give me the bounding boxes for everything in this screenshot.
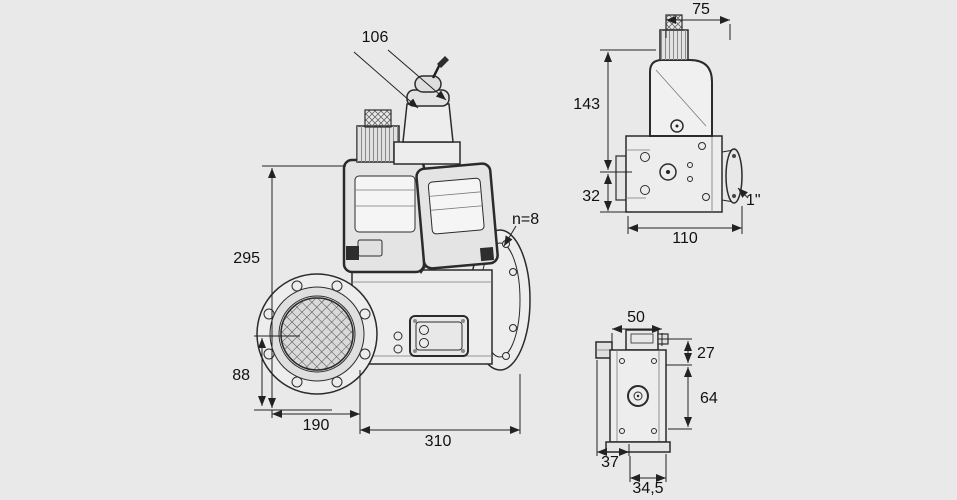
bolt-hole xyxy=(502,352,510,360)
dim-27: 27 xyxy=(658,338,715,366)
dim-label-310: 310 xyxy=(425,433,452,450)
dim-64: 64 xyxy=(668,367,718,430)
type-label-plate xyxy=(427,177,485,235)
dim-label-32: 32 xyxy=(582,188,600,205)
dim-label-37: 37 xyxy=(601,454,619,471)
electrical-connector xyxy=(346,246,359,260)
solenoid-right xyxy=(415,162,499,270)
bolt-hole xyxy=(359,348,371,360)
dim-label-64: 64 xyxy=(700,390,718,407)
dim-310: 310 xyxy=(360,374,521,450)
dim-label-88: 88 xyxy=(232,367,250,384)
dim-label-27: 27 xyxy=(697,345,715,362)
dim-75: 75 xyxy=(665,1,731,40)
dim-37: 37 xyxy=(596,360,630,471)
dim-label-75: 75 xyxy=(692,1,710,18)
center-actuator xyxy=(393,56,461,165)
bolt-hole xyxy=(509,324,517,332)
bolt-hole xyxy=(291,376,303,388)
dim-32: 32 xyxy=(582,174,632,213)
valve-body xyxy=(351,264,493,365)
main-view: 106 295 88 190 310 n=8 xyxy=(232,29,539,450)
type-label-plate xyxy=(354,175,416,233)
side-flange xyxy=(721,148,743,204)
side-actuator xyxy=(649,59,713,137)
bolt-hole xyxy=(502,240,510,248)
dim-106: 106 xyxy=(353,29,447,109)
dim-label-50: 50 xyxy=(627,309,645,326)
connection-size-label: 1" xyxy=(746,192,761,209)
bolt-hole xyxy=(331,376,343,388)
connection-size-callout: 1" xyxy=(737,187,761,209)
dim-34-5: 34,5 xyxy=(629,454,667,497)
small-view: 50 27 64 37 34,5 xyxy=(595,309,718,497)
bolt-hole xyxy=(291,280,303,292)
dim-50: 50 xyxy=(611,309,663,346)
dim-label-106: 106 xyxy=(362,29,389,46)
dim-88: 88 xyxy=(232,335,300,406)
mesh-strainer xyxy=(280,297,354,371)
dim-label-110: 110 xyxy=(672,230,698,247)
small-valve-body xyxy=(595,329,671,453)
dim-label-34-5: 34,5 xyxy=(632,480,663,497)
dim-143: 143 xyxy=(573,49,656,173)
base-plate xyxy=(605,441,671,453)
dim-label-143: 143 xyxy=(573,96,600,113)
bolt-hole xyxy=(509,268,517,276)
dim-label-190: 190 xyxy=(303,417,330,434)
dim-label-295: 295 xyxy=(233,250,260,267)
front-flange xyxy=(256,273,378,395)
dim-110: 110 xyxy=(627,206,743,247)
bolt-hole xyxy=(331,280,343,292)
top-pin xyxy=(437,56,449,68)
bolt-hole xyxy=(359,308,371,320)
side-valve-block xyxy=(615,135,723,213)
solenoid-left xyxy=(342,158,426,274)
electrical-connector xyxy=(479,246,495,262)
side-view: 75 143 32 110 1" xyxy=(573,1,760,247)
bolt-count-callout: n=8 xyxy=(503,211,539,247)
terminal-box xyxy=(409,315,469,357)
bolt-count-label: n=8 xyxy=(512,211,539,228)
adjustment-cap-left xyxy=(356,109,400,163)
side-adjustment-cap xyxy=(659,14,689,61)
dim-190: 190 xyxy=(271,370,361,434)
